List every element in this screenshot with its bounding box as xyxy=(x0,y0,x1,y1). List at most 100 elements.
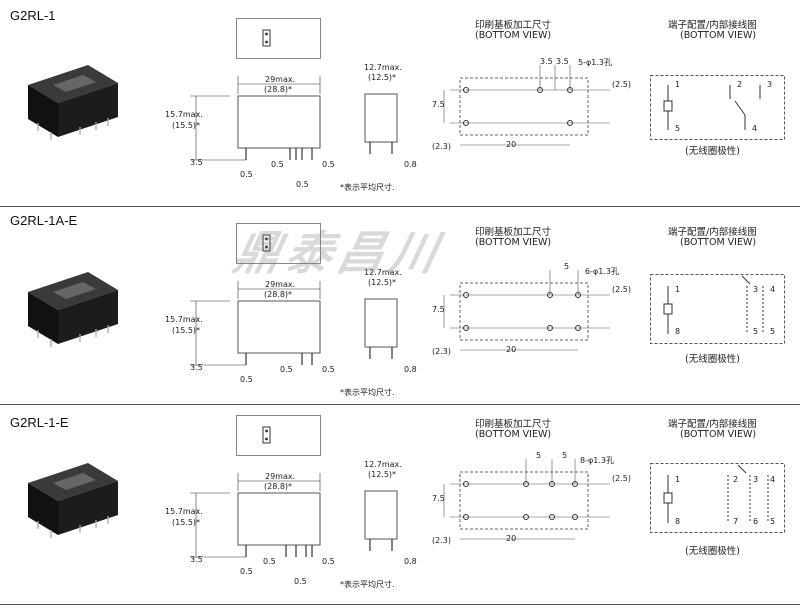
pcb-spacing-2: 3.5 xyxy=(556,57,569,66)
pcb-left-offset: (2.3) xyxy=(432,347,451,356)
wiring-caption: (无线圈极性) xyxy=(685,146,740,157)
wiring-pin-8: 8 xyxy=(675,517,681,526)
pcb-layout-drawing xyxy=(443,65,610,146)
pin-length-label: 3.5 xyxy=(190,158,203,167)
pcb-right-offset: (2.5) xyxy=(612,80,631,89)
wiring-pin-6: 6 xyxy=(753,517,759,526)
pcb-subtitle: (BOTTOM VIEW) xyxy=(475,30,552,41)
pin-thickness-label: 0.8 xyxy=(404,160,417,169)
top-view-drawing xyxy=(236,18,321,59)
pcb-left-offset: (2.3) xyxy=(432,536,451,545)
pcb-hole-label: 8-φ1.3孔 xyxy=(580,456,614,465)
pcb-layout-drawing xyxy=(443,459,610,540)
wiring-pin-3: 3 xyxy=(767,80,773,89)
pcb-subtitle: (BOTTOM VIEW) xyxy=(475,429,552,440)
pcb-title: 印刷基板加工尺寸 xyxy=(475,227,552,238)
wiring-pin-5b: 5 xyxy=(770,327,776,336)
pin-thickness-label: 0.8 xyxy=(404,365,417,374)
pin-width-label-1: 0.5 xyxy=(240,375,253,384)
wiring-pin-8: 8 xyxy=(675,327,681,336)
top-view-drawing xyxy=(236,415,321,456)
pcb-vertical-pitch: 7.5 xyxy=(432,100,445,109)
wiring-diagram xyxy=(650,75,785,140)
height-max-label: 15.7max. xyxy=(165,315,203,324)
wiring-pin-4: 4 xyxy=(752,124,758,133)
pcb-spacing-1: 3.5 xyxy=(540,57,553,66)
wiring-pin-3: 3 xyxy=(753,285,759,294)
wiring-pin-1: 1 xyxy=(675,475,681,484)
pin-width-label-3: 0.5 xyxy=(322,365,335,374)
front-view-drawing xyxy=(190,76,321,161)
pin-thickness-label: 0.8 xyxy=(404,557,417,566)
wiring-diagram xyxy=(650,463,785,533)
relay-photo xyxy=(28,463,118,538)
model-title: G2RL-1-E xyxy=(10,415,69,430)
section-g2rl-1: G2RL-1 29max. (28.8)* 15.7max. xyxy=(0,0,800,200)
depth-avg-label: (12.5)* xyxy=(368,470,397,479)
section-divider xyxy=(0,206,800,207)
pin-width-label-2: 0.5 xyxy=(271,160,284,169)
wiring-pin-1: 1 xyxy=(675,285,681,294)
width-max-label: 29max. xyxy=(265,280,296,289)
height-avg-label: (15.5)* xyxy=(172,121,201,130)
pin-width-label-3: 0.5 xyxy=(322,557,335,566)
width-avg-label: (28.8)* xyxy=(264,482,293,491)
side-view-drawing xyxy=(364,490,398,551)
relay-photo xyxy=(28,65,118,140)
pcb-layout-drawing xyxy=(443,270,610,351)
depth-max-label: 12.7max. xyxy=(364,63,402,72)
pin-width-label-2: 0.5 xyxy=(263,557,276,566)
watermark: 鼎泰昌川 xyxy=(228,226,449,280)
pcb-right-offset: (2.5) xyxy=(612,285,631,294)
wiring-pin-2: 2 xyxy=(733,475,739,484)
width-avg-label: (28.8)* xyxy=(264,85,293,94)
pcb-vertical-pitch: 7.5 xyxy=(432,494,445,503)
pcb-spacing-1: 5 xyxy=(564,262,570,271)
wiring-title: 端子配置/内部接线图 xyxy=(668,20,757,31)
wiring-pin-4: 4 xyxy=(770,475,776,484)
wiring-subtitle: (BOTTOM VIEW) xyxy=(680,30,757,41)
pin-width-label-1: 0.5 xyxy=(240,170,253,179)
wiring-pin-3: 3 xyxy=(753,475,759,484)
wiring-pin-5: 5 xyxy=(770,517,776,526)
depth-avg-label: (12.5)* xyxy=(368,73,397,82)
pcb-spacing-2: 5 xyxy=(562,451,568,460)
height-max-label: 15.7max. xyxy=(165,110,203,119)
pin-width-label-2: 0.5 xyxy=(280,365,293,374)
pcb-title: 印刷基板加工尺寸 xyxy=(475,20,552,31)
wiring-caption: (无线圈极性) xyxy=(685,354,740,365)
pcb-base-length: 20 xyxy=(506,534,517,543)
wiring-subtitle: (BOTTOM VIEW) xyxy=(680,429,757,440)
depth-max-label: 12.7max. xyxy=(364,268,402,277)
pcb-left-offset: (2.3) xyxy=(432,142,451,151)
depth-max-label: 12.7max. xyxy=(364,460,402,469)
pin-length-label: 3.5 xyxy=(190,363,203,372)
wiring-subtitle: (BOTTOM VIEW) xyxy=(680,237,757,248)
wiring-diagram xyxy=(650,274,785,344)
section-divider xyxy=(0,404,800,405)
height-avg-label: (15.5)* xyxy=(172,518,201,527)
average-note: *表示平均尺寸. xyxy=(340,388,395,397)
pcb-spacing-1: 5 xyxy=(536,451,542,460)
front-view-drawing xyxy=(190,473,321,558)
section-g2rl-1-e: G2RL-1-E 29max. (28.8)* 15.7max. (15.5) xyxy=(0,405,800,605)
pin-width-label-4: 0.5 xyxy=(294,577,307,586)
front-view-drawing xyxy=(190,281,321,366)
wiring-pin-1: 1 xyxy=(675,80,681,89)
pin-width-label-4: 0.5 xyxy=(296,180,309,189)
wiring-pin-5: 5 xyxy=(675,124,681,133)
height-avg-label: (15.5)* xyxy=(172,326,201,335)
top-view-drawing xyxy=(236,223,321,264)
pcb-hole-label: 5-φ1.3孔 xyxy=(578,58,612,67)
average-note: *表示平均尺寸. xyxy=(340,580,395,589)
section-g2rl-1a-e: G2RL-1A-E 29max. (28.8)* 15.7max. (15.5)… xyxy=(0,207,800,407)
height-max-label: 15.7max. xyxy=(165,507,203,516)
wiring-pin-7: 7 xyxy=(733,517,739,526)
pin-width-label-3: 0.5 xyxy=(322,160,335,169)
side-view-drawing xyxy=(364,298,398,359)
width-max-label: 29max. xyxy=(265,472,296,481)
pcb-base-length: 20 xyxy=(506,345,517,354)
wiring-pin-2: 2 xyxy=(737,80,743,89)
width-avg-label: (28.8)* xyxy=(264,290,293,299)
wiring-pin-5a: 5 xyxy=(753,327,759,336)
